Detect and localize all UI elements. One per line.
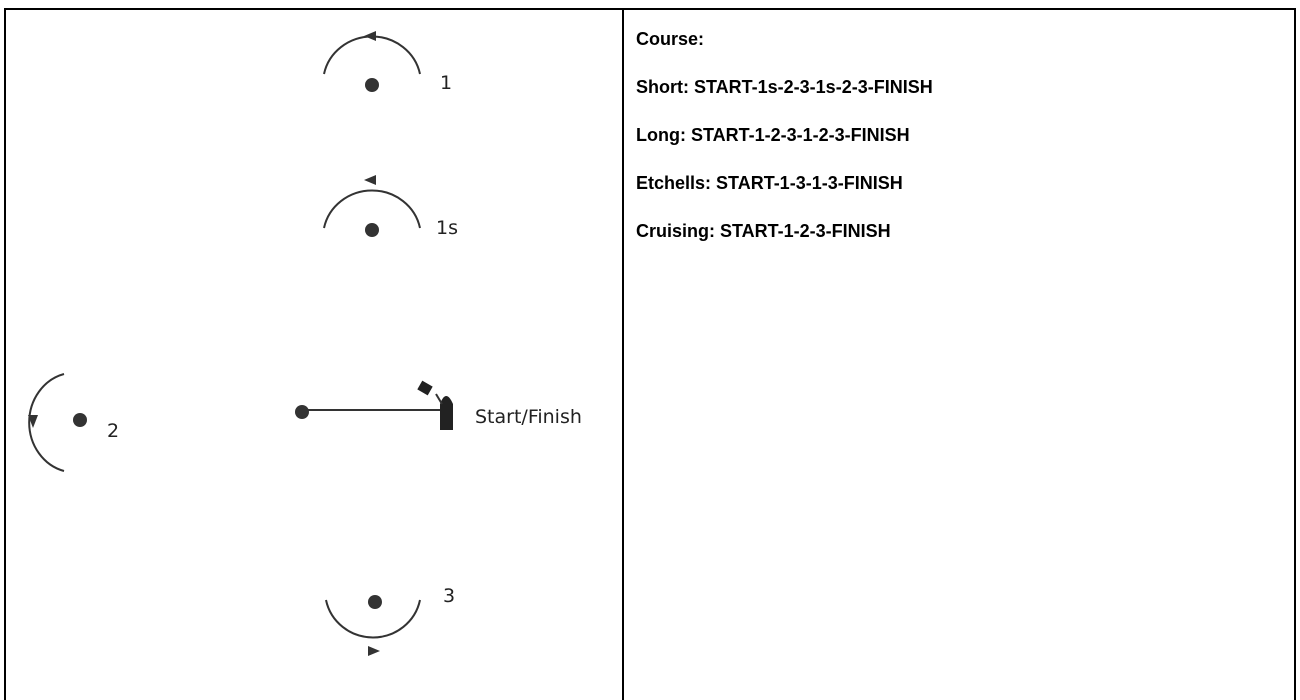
course-cruising: Cruising: START-1-2-3-FINISH (636, 221, 891, 241)
committee-boat-flag (417, 380, 433, 396)
mark-2-label: 2 (107, 420, 119, 442)
mark-3-arrowhead (368, 646, 380, 656)
mark-2-arrowhead (28, 415, 38, 428)
committee-boat (440, 396, 453, 430)
pin-end-buoy (295, 405, 309, 419)
mark-1s: 1s (323, 175, 458, 239)
mark-3-buoy (368, 595, 382, 609)
mark-1-arrowhead (364, 31, 376, 41)
mark-1: 1 (323, 31, 452, 94)
mark-1s-arrowhead (364, 175, 376, 185)
mark-3-rounding-arc (325, 599, 421, 639)
mark-2-buoy (73, 413, 87, 427)
course-long: Long: START-1-2-3-1-2-3-FINISH (636, 125, 910, 145)
mark-1-label: 1 (440, 72, 452, 94)
start-finish-line: Start/Finish (295, 380, 582, 430)
course-table (4, 8, 1296, 700)
course-list: Course: Short: START-1s-2-3-1s-2-3-FINIS… (636, 28, 1276, 268)
mark-1-rounding-arc (323, 35, 421, 75)
course-heading: Course: (636, 29, 705, 49)
course-short: Short: START-1s-2-3-1s-2-3-FINISH (636, 77, 933, 97)
mark-3-label: 3 (443, 585, 455, 607)
mark-1s-buoy (365, 223, 379, 237)
course-diagram: 1 1s 2 Star (6, 10, 622, 700)
start-finish-label: Start/Finish (475, 406, 582, 428)
mark-1s-rounding-arc (323, 189, 421, 229)
course-diagram-svg: 1 1s 2 Star (28, 31, 582, 656)
mark-3: 3 (325, 585, 455, 656)
mark-1s-label: 1s (436, 217, 458, 239)
mark-2: 2 (28, 373, 119, 472)
mark-2-rounding-arc (28, 373, 65, 472)
mark-1-buoy (365, 78, 379, 92)
clipped-heading-remnant (315, 0, 445, 5)
table-column-divider (622, 8, 624, 700)
committee-boat-flagstaff (435, 393, 443, 405)
course-etchells: Etchells: START-1-3-1-3-FINISH (636, 173, 903, 193)
